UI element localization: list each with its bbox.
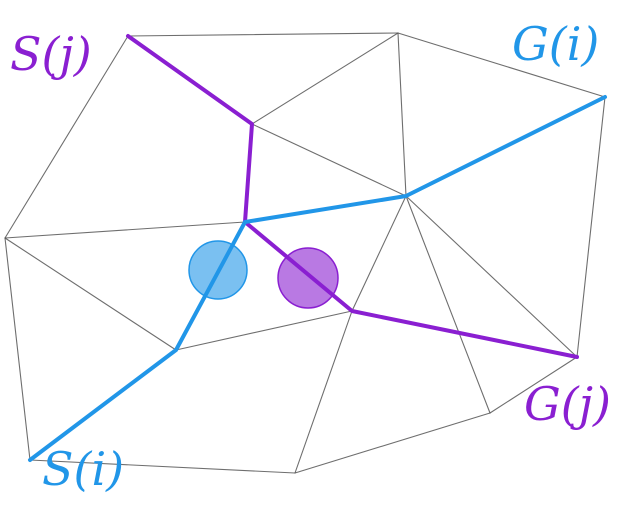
mesh-edge xyxy=(4,237,31,461)
path-j xyxy=(126,34,579,359)
start-i-label: S(i) xyxy=(42,442,124,496)
goal-i-label: G(i) xyxy=(512,17,599,71)
mesh-edge xyxy=(127,32,399,37)
mesh-edge xyxy=(576,96,606,358)
mesh-edge xyxy=(29,459,296,474)
mesh-edge xyxy=(294,310,353,474)
mesh-edge xyxy=(251,123,407,197)
mesh-edge xyxy=(4,35,129,239)
mesh-edge xyxy=(175,310,353,351)
mesh-edge xyxy=(397,32,606,98)
start-j-label: S(j) xyxy=(10,27,92,81)
agent-i-circle xyxy=(188,240,248,300)
mesh-edge xyxy=(489,356,578,414)
mesh-edge xyxy=(4,237,177,351)
mesh-edge xyxy=(294,412,491,474)
path-i xyxy=(28,95,607,462)
mesh-edge xyxy=(351,195,407,312)
mesh-edge xyxy=(405,195,578,358)
agent-j-circle xyxy=(277,247,339,309)
mesh-edge xyxy=(397,32,407,197)
mesh-edge xyxy=(251,32,399,125)
mesh-edge xyxy=(405,195,491,414)
goal-j-label: G(j) xyxy=(524,377,611,431)
mesh-edge xyxy=(4,221,246,239)
